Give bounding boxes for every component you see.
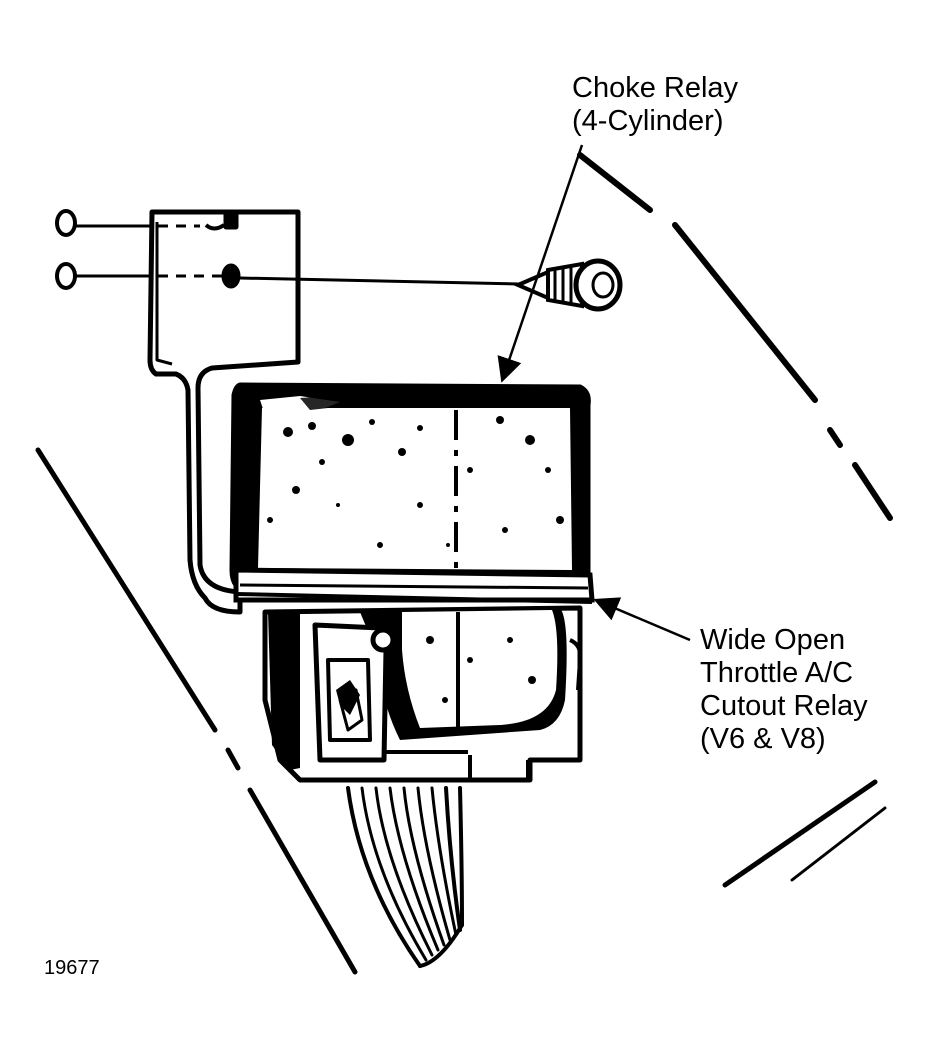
callout-arrows bbox=[497, 144, 691, 642]
figure-number: 19677 bbox=[44, 957, 100, 979]
choke-relay-label: Choke Relay (4-Cylinder) bbox=[572, 72, 738, 138]
right-edge-line-2 bbox=[672, 222, 818, 403]
wot-relay-label-line1: Wide Open bbox=[700, 624, 846, 656]
choke-relay-label-line2: (4-Cylinder) bbox=[572, 105, 724, 137]
mounting-holes bbox=[55, 209, 521, 290]
choke-relay-body bbox=[229, 382, 595, 604]
wot-relay-label-line4: (V6 & V8) bbox=[700, 723, 826, 755]
wire-harness bbox=[346, 786, 464, 968]
bottom-right-line bbox=[722, 779, 878, 888]
lower-hole-icon bbox=[55, 262, 77, 290]
choke-relay-arrow bbox=[497, 144, 584, 383]
wot-relay-label-line3: Cutout Relay bbox=[700, 690, 868, 722]
wot-relay-arrow bbox=[593, 597, 691, 642]
cutout-relay-connector bbox=[262, 605, 583, 783]
wot-relay-label-line2: Throttle A/C bbox=[700, 657, 854, 689]
upper-hole-icon bbox=[55, 209, 77, 237]
left-edge-line bbox=[35, 447, 218, 733]
wot-relay-label: Wide Open Throttle A/C Cutout Relay (V6 … bbox=[700, 624, 868, 756]
choke-relay-label-line1: Choke Relay bbox=[572, 72, 739, 104]
bottom-right-line-2 bbox=[790, 806, 887, 882]
right-edge-line bbox=[577, 152, 653, 213]
mounting-bracket bbox=[147, 209, 301, 615]
left-edge-line-3 bbox=[247, 787, 358, 975]
screw-icon bbox=[512, 258, 623, 312]
right-edge-line-4 bbox=[852, 462, 893, 521]
background-edge-lines bbox=[35, 152, 893, 975]
right-edge-line-3 bbox=[827, 427, 843, 448]
left-edge-line-2 bbox=[225, 747, 241, 771]
